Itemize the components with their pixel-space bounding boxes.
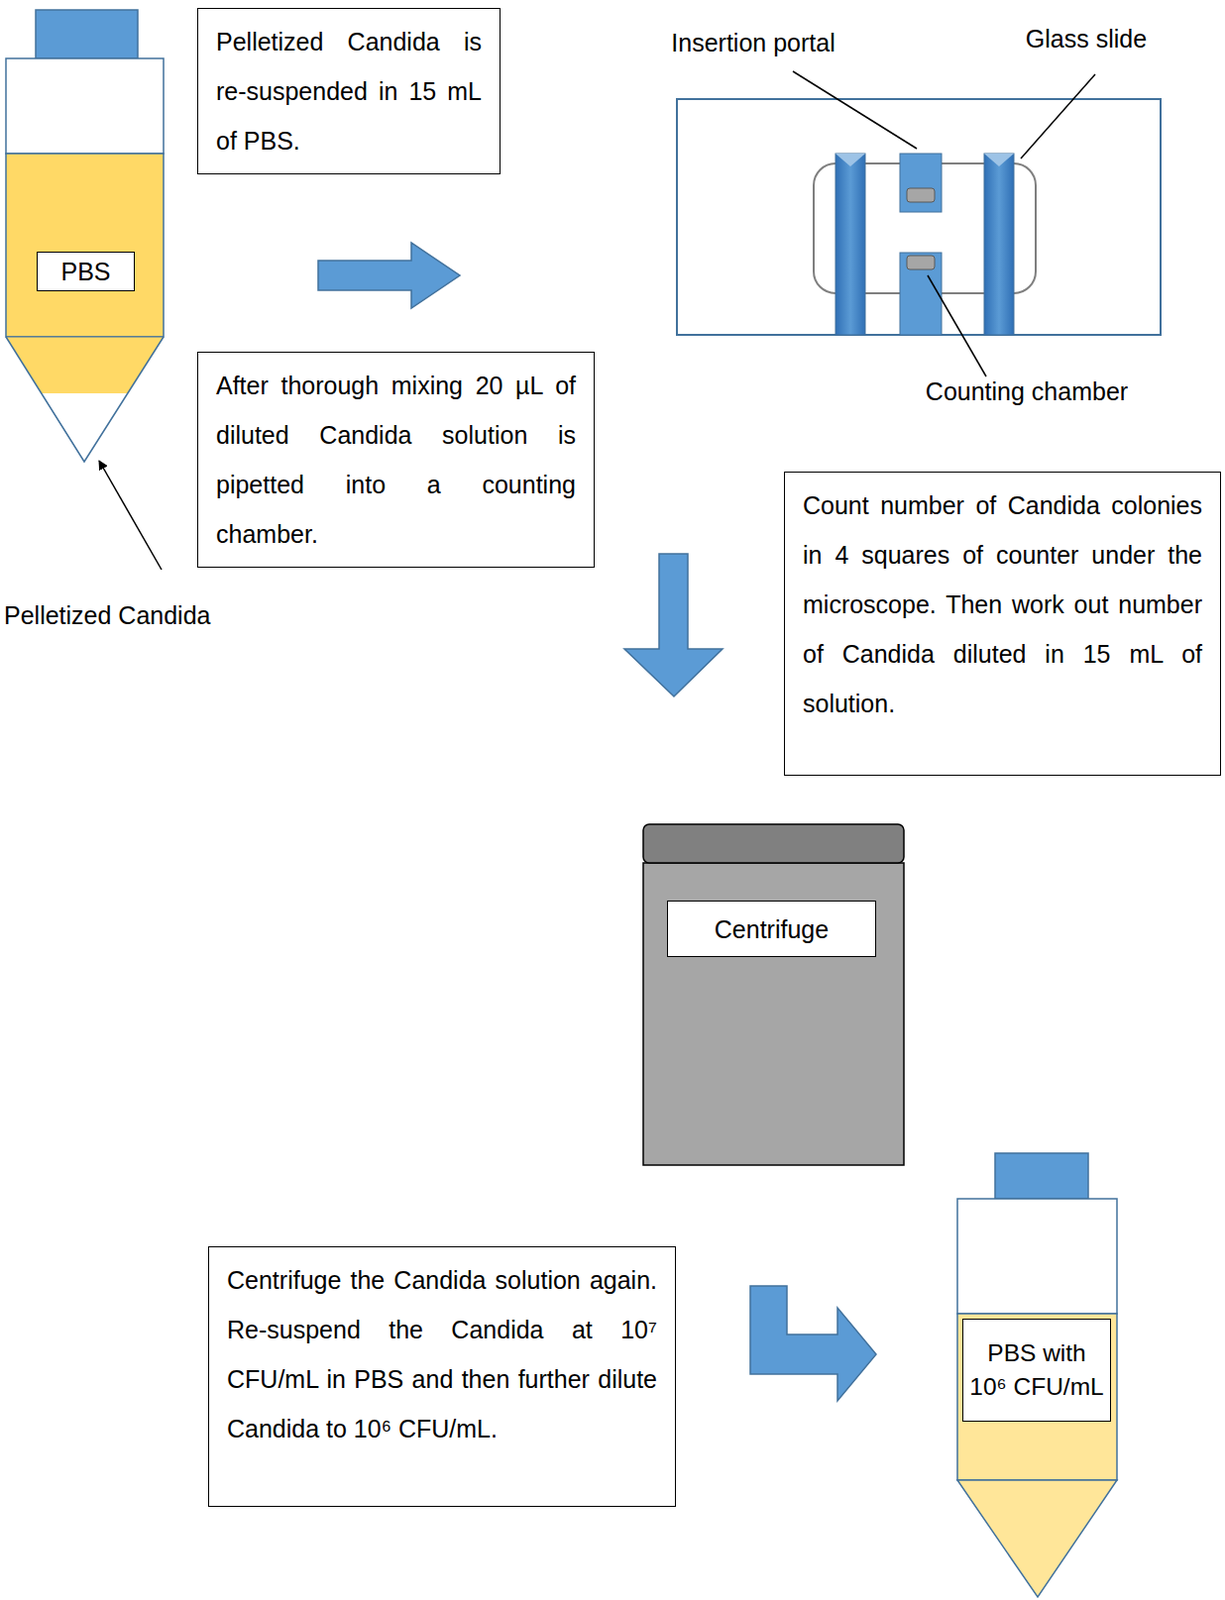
leader-line — [927, 275, 987, 377]
text-group: Centrifuge the Candida solution again. R… — [226, 1255, 658, 1454]
step-note: After thorough mixing 20 µL of diluted C… — [197, 351, 595, 568]
leader-line — [792, 71, 917, 149]
block-arrow — [624, 554, 723, 697]
text-group: PBS with 10⁶ CFU/mL — [969, 1336, 1105, 1405]
leader-line — [1020, 74, 1096, 159]
node-text: Count number of Candida colonies in 4 sq… — [802, 480, 1203, 729]
tube-label: PBS with 10⁶ CFU/mL — [962, 1319, 1112, 1423]
node-text: PBS — [60, 253, 111, 290]
tube-label: PBS — [36, 251, 135, 292]
centrifuge — [643, 824, 904, 1166]
node-text: After thorough mixing 20 µL of diluted C… — [216, 360, 576, 559]
block-arrow — [750, 1286, 877, 1402]
text-group: After thorough mixing 20 µL of diluted C… — [216, 360, 576, 559]
node-text: Centrifuge — [714, 911, 829, 948]
node-text: PBS with 10⁶ CFU/mL — [969, 1336, 1105, 1405]
part-label: Insertion portal — [670, 27, 835, 58]
centrifuge-label: Centrifuge — [667, 900, 877, 958]
node-text: Centrifuge the Candida solution again. R… — [226, 1255, 658, 1454]
part-label: Counting chamber — [925, 376, 1128, 407]
block-arrow — [318, 242, 460, 309]
part-label: Glass slide — [1025, 23, 1147, 54]
part-label: Pelletized Candida — [3, 600, 211, 631]
tube-right — [957, 1153, 1117, 1598]
text-group: Count number of Candida colonies in 4 sq… — [802, 480, 1203, 729]
counting-slide — [676, 99, 1161, 335]
text-group: Centrifuge — [714, 911, 829, 948]
node-text: Pelletized Candida is re-suspended in 15… — [216, 16, 482, 166]
step-note: Count number of Candida colonies in 4 sq… — [783, 471, 1222, 777]
tube-left — [5, 9, 164, 462]
text-group: PBS — [60, 253, 111, 290]
step-note: Pelletized Candida is re-suspended in 15… — [197, 7, 501, 175]
text-group: Pelletized Candida is re-suspended in 15… — [216, 16, 482, 166]
leader-line — [99, 460, 162, 570]
step-note: Centrifuge the Candida solution again. R… — [208, 1246, 676, 1508]
